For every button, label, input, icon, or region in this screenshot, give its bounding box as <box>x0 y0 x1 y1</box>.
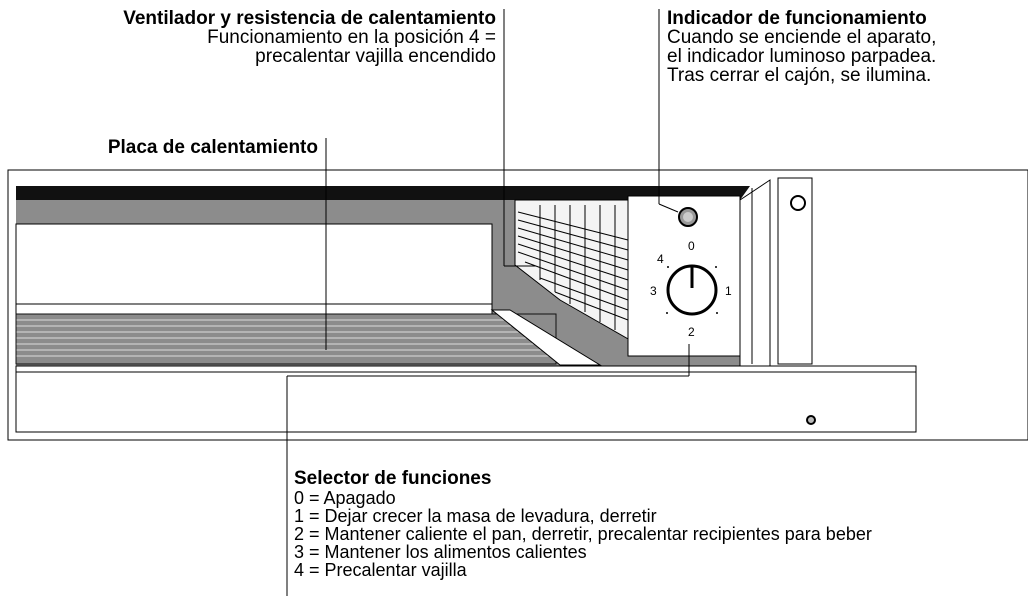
callout-ventilador-line-2: precalentar vajilla encendido <box>255 46 496 67</box>
selector-option-4: 4 = Precalentar vajilla <box>294 560 467 580</box>
drawer-top-strip <box>16 186 750 200</box>
callout-indicador-line-1: Cuando se enciende el aparato, <box>667 27 937 48</box>
drawer-front <box>15 365 917 433</box>
drawer-side-wall <box>490 309 602 366</box>
callout-placa: Placa de calentamiento <box>0 138 318 157</box>
dial-pos-3: 3 <box>650 284 657 298</box>
selector-option-3: 3 = Mantener los alimentos calientes <box>294 542 587 562</box>
selector-option-0: 0 = Apagado <box>294 488 396 508</box>
plate-cover <box>15 223 493 315</box>
callout-selector-title: Selector de funciones <box>294 468 492 489</box>
selector-option-1: 1 = Dejar crecer la masa de levadura, de… <box>294 506 657 526</box>
callout-indicador-line-3: Tras cerrar el cajón, se ilumina. <box>667 65 932 86</box>
selector-option-2: 2 = Mantener caliente el pan, derretir, … <box>294 524 872 544</box>
callout-indicador: Indicador de funcionamiento Cuando se en… <box>667 9 936 85</box>
dial-pos-4: 4 <box>657 252 664 266</box>
callout-leaders <box>286 9 690 596</box>
callout-indicador-line-2: el indicador luminoso parpadea. <box>667 46 937 67</box>
callout-placa-title: Placa de calentamiento <box>107 137 318 158</box>
screw-top <box>790 195 806 211</box>
callout-ventilador-title: Ventilador y resistencia de calentamient… <box>123 8 496 29</box>
dial-pos-2: 2 <box>688 325 695 339</box>
callout-selector: Selector de funciones 0 = Apagado 1 = De… <box>294 468 872 580</box>
callout-ventilador-line-1: Funcionamiento en la posición 4 = <box>207 27 496 48</box>
screw-front <box>806 415 816 425</box>
heating-plate-ridges <box>16 319 556 357</box>
fan-grille <box>514 199 631 341</box>
dial-pos-0: 0 <box>688 239 695 253</box>
callout-indicador-title: Indicador de funcionamiento <box>667 8 927 29</box>
dial-pos-1: 1 <box>725 284 732 298</box>
callout-ventilador: Ventilador y resistencia de calentamient… <box>0 9 496 66</box>
